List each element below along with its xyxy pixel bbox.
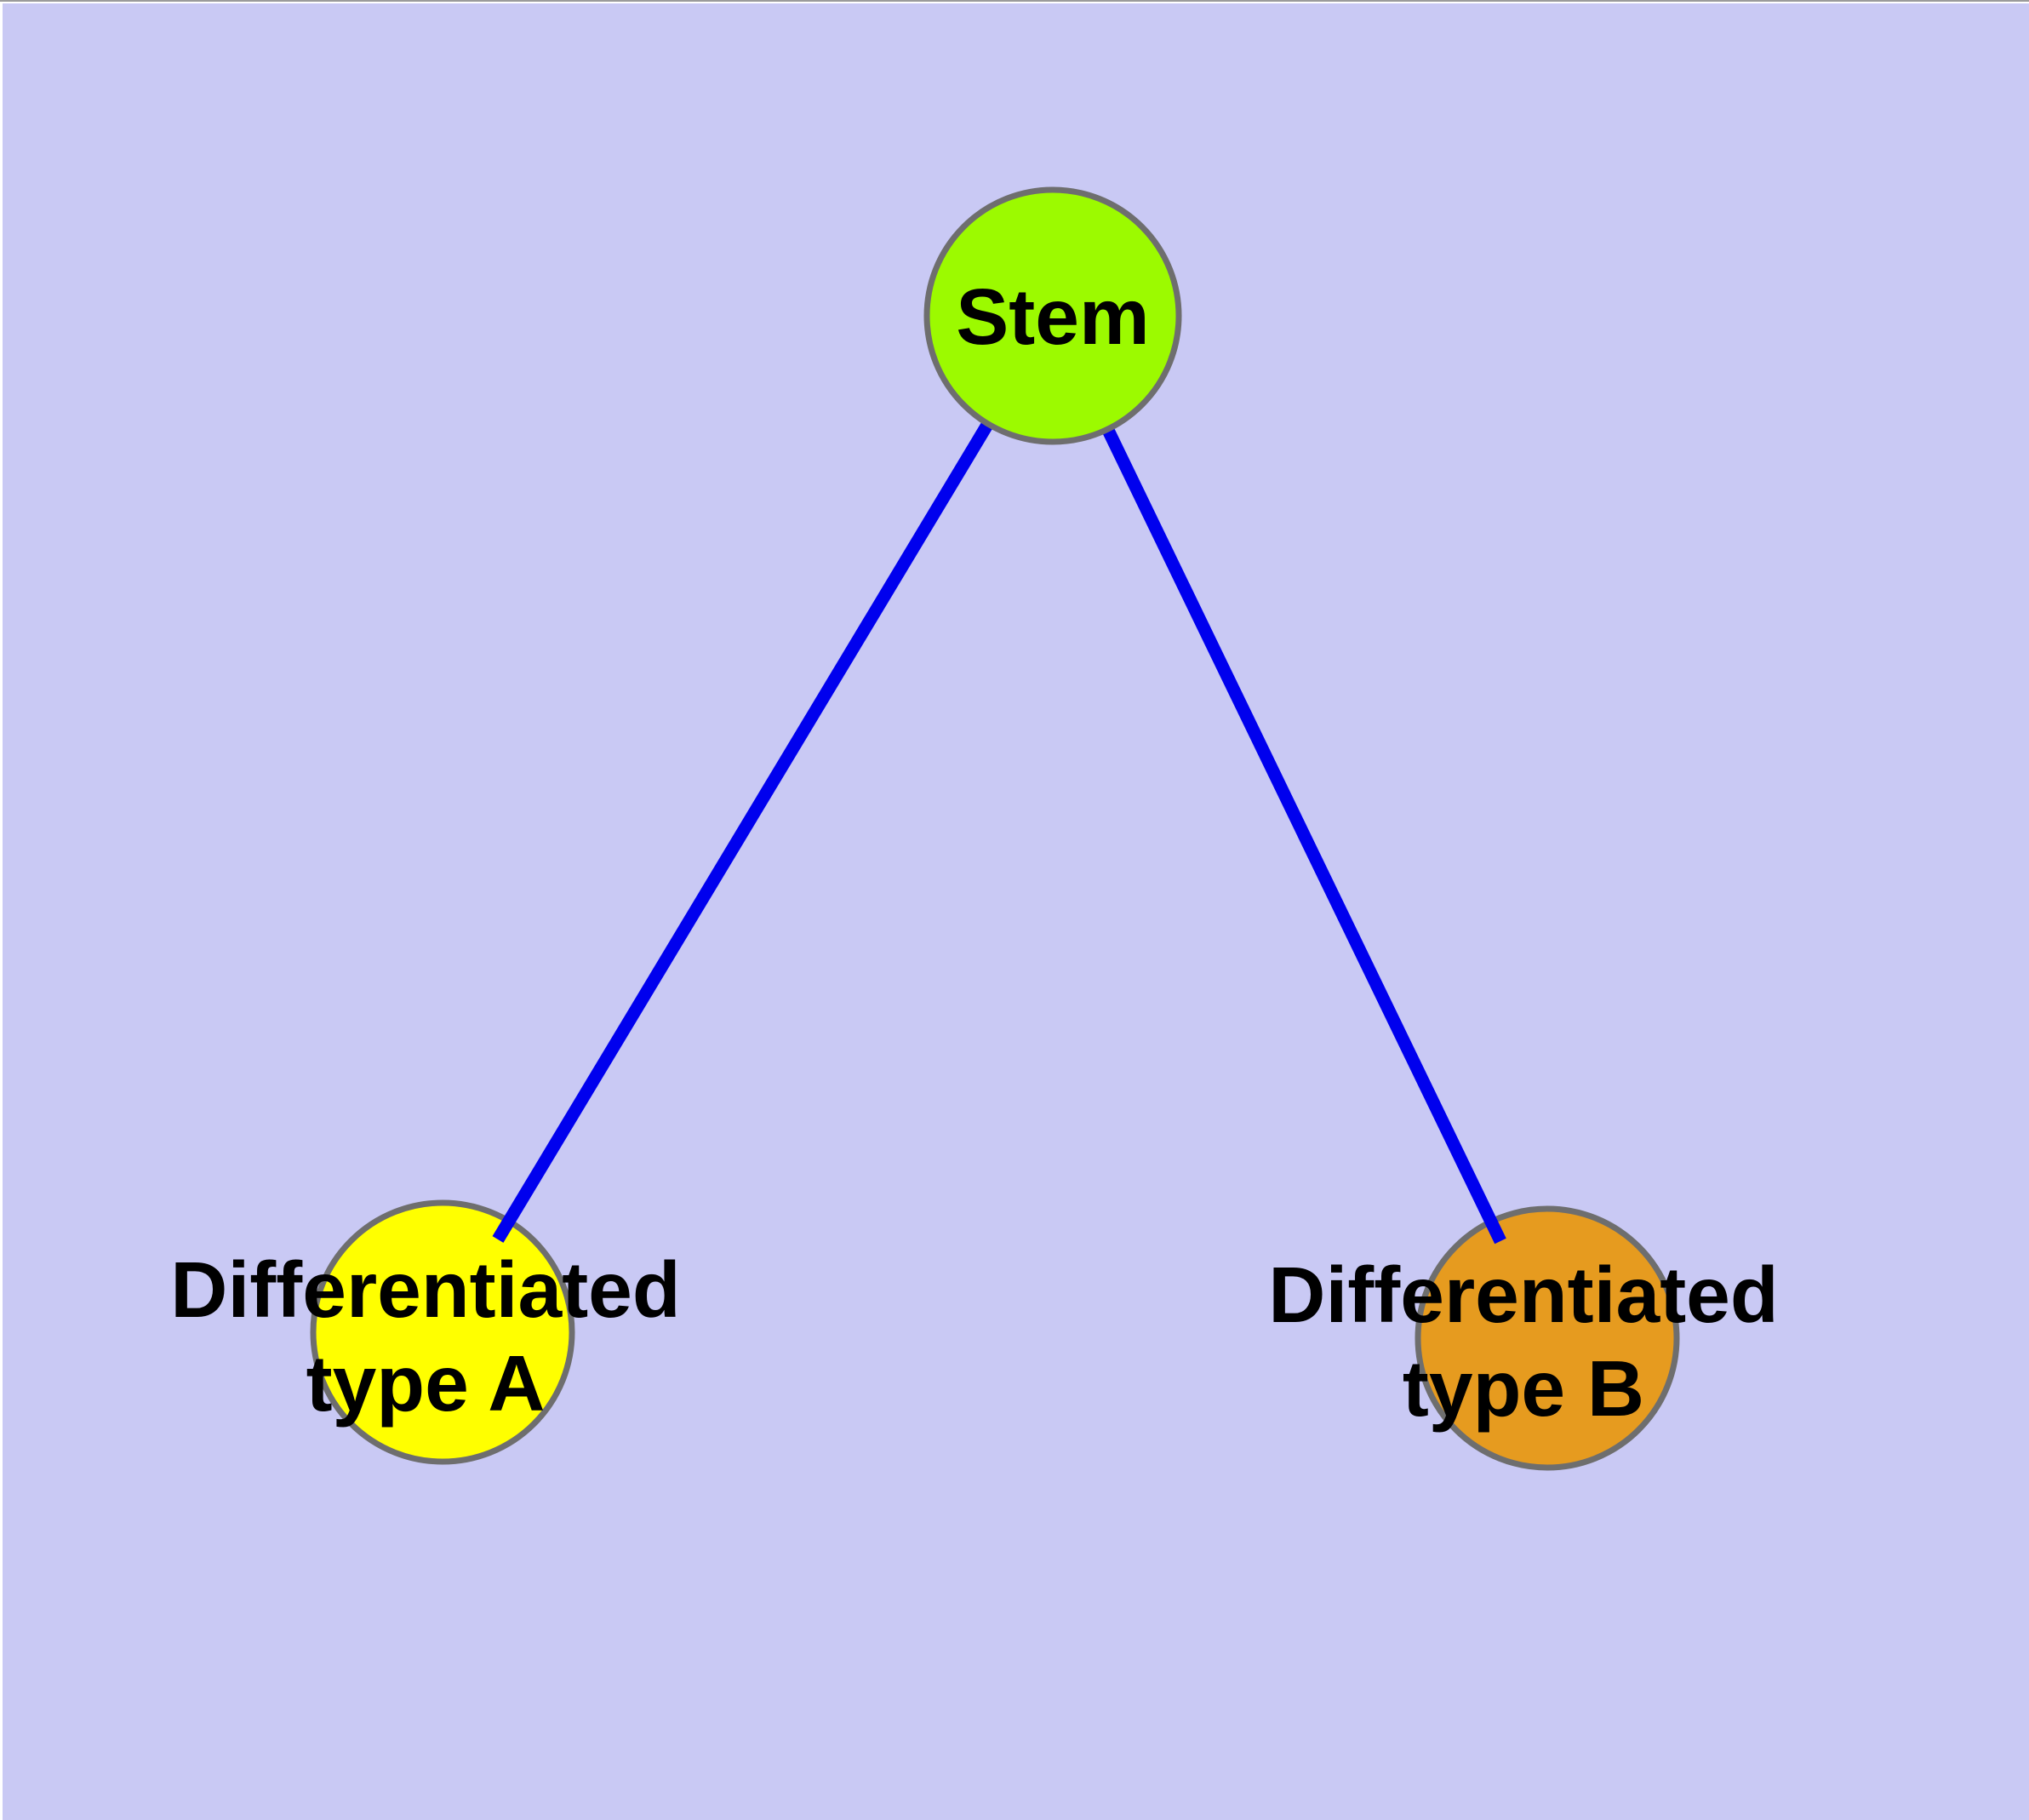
node-differentiated-type-b[interactable] — [1415, 1205, 1680, 1471]
node-differentiated-type-a[interactable] — [310, 1199, 575, 1465]
edge-stem-to-type-a — [492, 312, 1059, 1243]
node-stem-label: Stem — [956, 272, 1149, 361]
edge-stem-to-type-b — [1047, 312, 1506, 1245]
top-hairline — [0, 0, 2029, 2]
node-type-a-label-line1: Differentiated — [170, 1245, 680, 1334]
node-type-b-label-line1: Differentiated — [1268, 1251, 1778, 1339]
node-type-b-label-line2: type B — [1403, 1344, 1644, 1433]
node-stem[interactable] — [923, 186, 1182, 445]
node-type-a-label-line2: type A — [306, 1339, 546, 1428]
